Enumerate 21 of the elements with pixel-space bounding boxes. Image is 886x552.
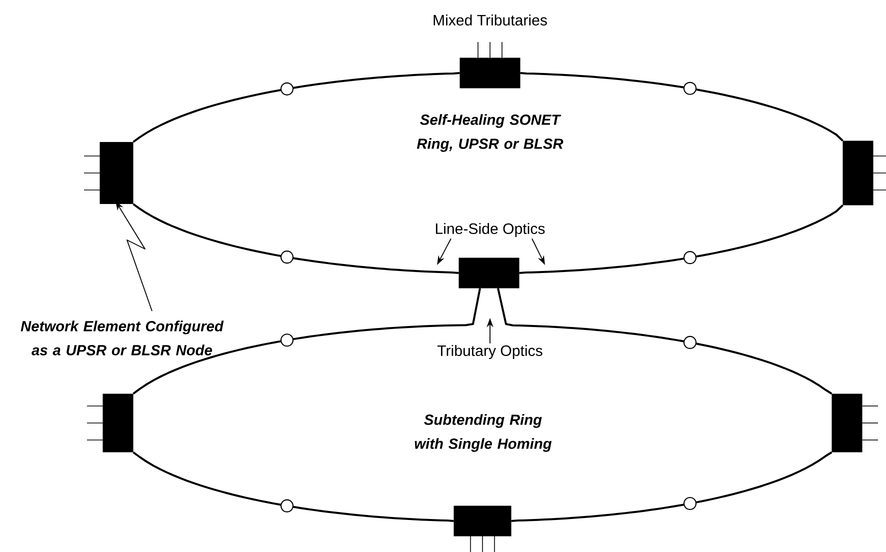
node-label: Tributary Optics xyxy=(437,344,542,359)
node-label: Line-Side Optics xyxy=(436,222,545,237)
ring-fiber xyxy=(132,72,460,143)
network-element xyxy=(84,142,134,204)
network-element xyxy=(832,394,878,452)
ring-title: Self-Healing SONET Ring, UPSR or BLSR xyxy=(416,114,564,152)
ring-fiber xyxy=(511,451,832,522)
ring-fiber xyxy=(132,203,459,274)
network-element xyxy=(842,140,886,206)
network-element xyxy=(86,394,134,452)
network-element xyxy=(454,506,512,552)
tributary-label: Mixed Tributaries xyxy=(434,14,547,26)
ring-title: Subtending Ring with Single Homing xyxy=(414,414,552,452)
ring-fiber xyxy=(132,288,481,395)
callout-text: Network Element Configured as a UPSR or BLSR Node xyxy=(20,320,224,356)
network-element xyxy=(458,258,520,288)
ring-fiber xyxy=(520,72,844,142)
ring-fiber xyxy=(132,451,454,522)
network-element xyxy=(460,42,520,88)
ring-fiber xyxy=(519,204,844,274)
ring-fiber xyxy=(497,288,832,395)
